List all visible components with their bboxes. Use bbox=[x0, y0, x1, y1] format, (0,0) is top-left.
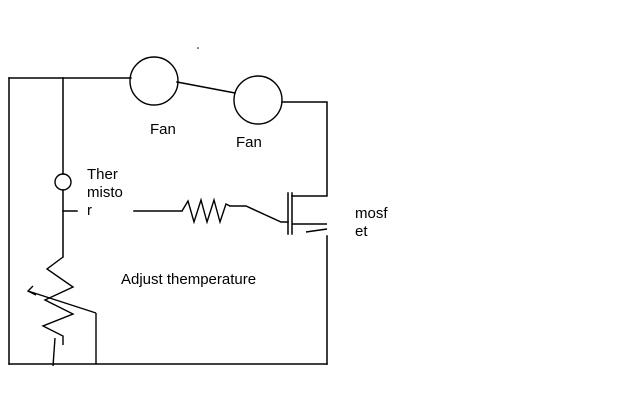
fan-1-symbol bbox=[129, 56, 179, 106]
mosfet-label-line-2: et bbox=[355, 223, 368, 240]
thermistor-label-line-2: misto bbox=[87, 184, 123, 201]
adjust-arrow-head bbox=[26, 285, 37, 296]
thermistor-label-line-3: r bbox=[87, 202, 92, 219]
fan-2-label: Fan bbox=[236, 134, 262, 151]
mosfet-label-line-1: mosf bbox=[355, 205, 388, 222]
adjust-arrow-shaft bbox=[27, 290, 97, 314]
fan-link-wire bbox=[176, 81, 236, 94]
fan-to-drain-wire bbox=[281, 101, 328, 197]
thermistor-symbol bbox=[54, 173, 72, 191]
fan-2-symbol bbox=[233, 75, 283, 125]
gate-resistor-symbol bbox=[181, 197, 231, 225]
adjust-temperature-label: Adjust themperature bbox=[121, 271, 257, 288]
thermistor-label-line-1: Ther bbox=[87, 166, 118, 183]
gate-resistor-to-gate-wire bbox=[229, 205, 289, 223]
mosfet-arrow-stub bbox=[305, 228, 328, 233]
adjust-resistor-symbol bbox=[41, 256, 75, 345]
fan-1-label: Fan bbox=[150, 121, 176, 138]
adjust-resistor-lower-lead bbox=[52, 337, 56, 367]
stray-dot bbox=[197, 47, 199, 49]
